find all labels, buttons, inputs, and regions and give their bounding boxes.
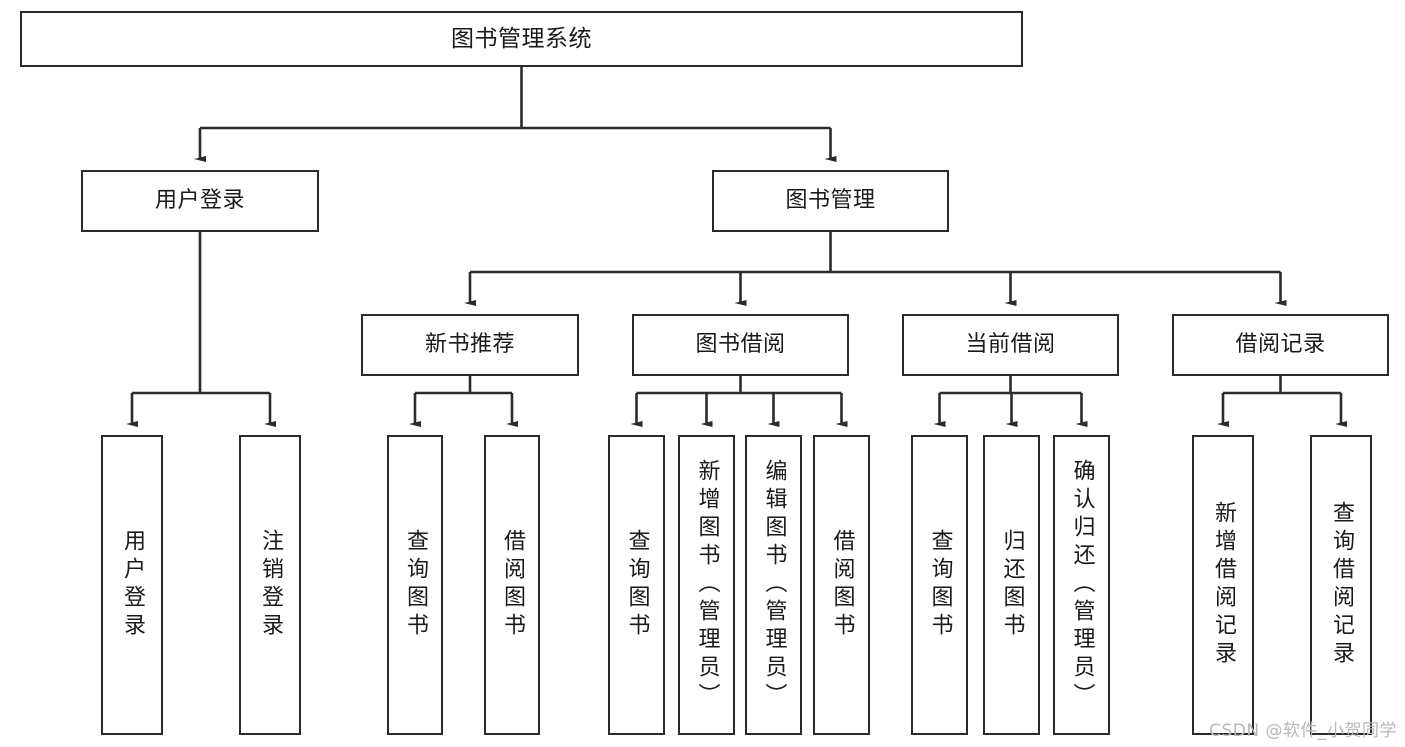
node-leaf-4[interactable]: 借阅图书 [484,435,540,735]
watermark-text: CSDN @软件_小贺同学 [1209,721,1397,741]
node-label: 当前借阅 [965,331,1056,357]
node-new-rec[interactable]: 新书推荐 [361,314,579,376]
node-user-login[interactable]: 用户登录 [81,170,319,232]
node-leaf-5[interactable]: 查询图书 [608,435,665,735]
node-records[interactable]: 借阅记录 [1172,314,1389,376]
node-label: 用户登录 [120,529,145,641]
node-label: 借阅记录 [1235,331,1326,357]
node-book-mgmt[interactable]: 图书管理 [712,170,949,232]
node-label: 新书推荐 [424,331,515,357]
node-leaf-9[interactable]: 查询图书 [911,435,968,735]
node-leaf-13[interactable]: 查询借阅记录 [1310,435,1372,735]
node-label: 用户登录 [154,187,245,213]
node-label: 查询图书 [624,529,650,641]
node-label: 查询借阅记录 [1329,501,1354,669]
node-leaf-3[interactable]: 查询图书 [387,435,443,735]
node-leaf-2[interactable]: 注销登录 [239,435,301,735]
node-leaf-10[interactable]: 归还图书 [983,435,1040,735]
node-borrow[interactable]: 图书借阅 [632,314,849,376]
node-current[interactable]: 当前借阅 [902,314,1119,376]
node-leaf-1[interactable]: 用户登录 [101,435,163,735]
node-leaf-6[interactable]: 新增图书（管理员） [678,435,735,735]
node-label: 查询图书 [927,529,953,641]
node-label: 确认归还（管理员） [1069,459,1095,711]
node-leaf-11[interactable]: 确认归还（管理员） [1053,435,1110,735]
node-label: 注销登录 [258,529,283,641]
node-label: 新增图书（管理员） [694,459,720,711]
node-label: 新增借阅记录 [1211,501,1236,669]
node-label: 图书管理 [785,187,876,213]
node-leaf-12[interactable]: 新增借阅记录 [1192,435,1254,735]
node-label: 图书借阅 [695,331,786,357]
node-label: 图书管理系统 [451,25,592,52]
node-label: 编辑图书（管理员） [761,459,787,711]
node-root[interactable]: 图书管理系统 [20,11,1023,67]
node-leaf-7[interactable]: 编辑图书（管理员） [745,435,802,735]
node-leaf-8[interactable]: 借阅图书 [813,435,870,735]
node-label: 查询图书 [403,529,428,641]
node-label: 归还图书 [999,529,1025,641]
node-label: 借阅图书 [500,529,525,641]
node-label: 借阅图书 [829,529,855,641]
